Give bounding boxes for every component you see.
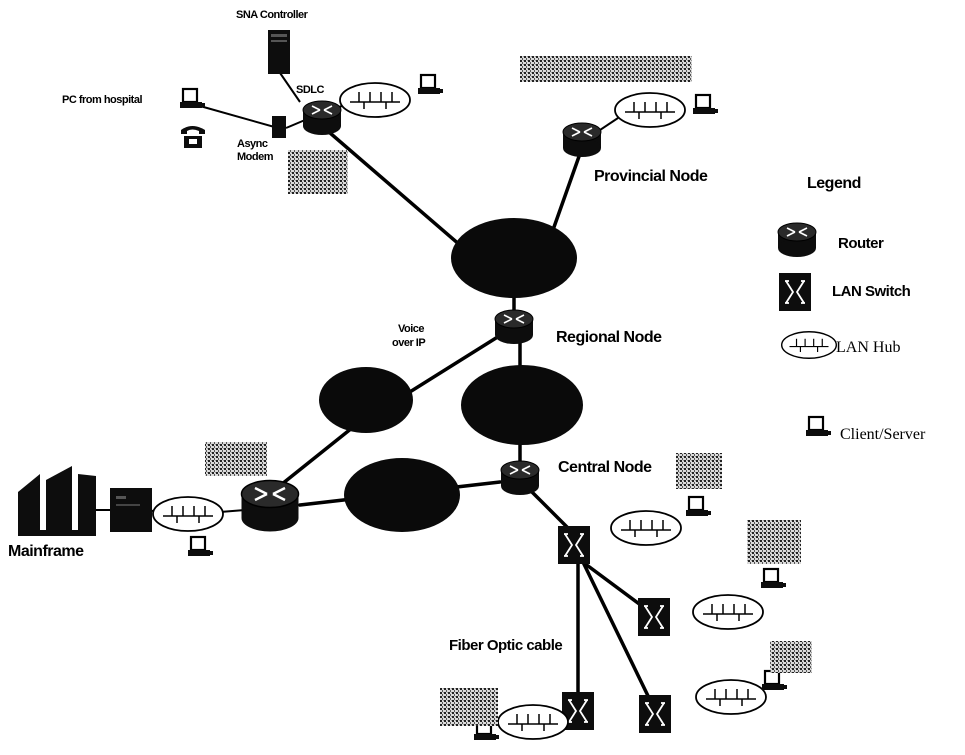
legend: Legend Router LAN Switch LAN Hub Client/… — [777, 175, 926, 443]
legend-router-icon — [777, 222, 817, 258]
pc-from-hospital-icon — [178, 87, 207, 110]
wan-cloud-bottom — [344, 458, 460, 532]
legend-router-label: Router — [838, 235, 884, 252]
link-hub-edge-router — [219, 509, 246, 513]
label-async-modem-line1: Async — [237, 138, 268, 150]
lan-hub-icon-bottom-right — [695, 679, 767, 715]
lan-hub-icon-mainframe — [152, 496, 224, 532]
wan-cloud-regional-central — [461, 365, 583, 445]
label-voice-over-ip-line2: over IP — [392, 337, 425, 349]
illegible-label-edge-router — [205, 442, 267, 476]
provincial-router-icon — [562, 122, 602, 158]
lan-hub-icon-bottom-left — [497, 704, 569, 740]
illegible-label-middle-pc — [747, 520, 801, 564]
link-sdlc-to-controller — [277, 69, 301, 103]
lan-hub-icon-sdlc — [339, 82, 411, 118]
client-pc-icon-provincial — [691, 93, 720, 116]
fiber-link-2 — [580, 558, 652, 702]
telephone-icon — [181, 126, 205, 148]
illegible-label-central-pc — [676, 453, 722, 489]
illegible-label-blobs — [205, 56, 812, 726]
link-provincial-hub — [599, 117, 619, 131]
wan-cloud-voip — [319, 367, 413, 433]
label-fiber-optic-cable: Fiber Optic cable — [449, 637, 562, 654]
illegible-label-modem — [288, 150, 348, 194]
label-async-modem-line2: Modem — [237, 151, 274, 163]
client-pc-icon-central — [684, 495, 713, 518]
lan-switch-icon-central — [557, 525, 591, 565]
sna-controller-icon — [268, 30, 290, 74]
legend-client-server-label: Client/Server — [840, 426, 926, 443]
illegible-label-provincial — [520, 56, 692, 82]
legend-lan-hub-icon — [780, 331, 838, 359]
label-voice-over-ip-line1: Voice — [398, 323, 424, 335]
edge-router-icon — [240, 479, 300, 533]
link-voip-cloud-to-edge-router — [270, 418, 364, 494]
link-central-to-switch-1 — [528, 488, 570, 530]
legend-client-server-icon — [804, 415, 833, 438]
link-regional-to-voip-cloud — [403, 336, 498, 397]
label-mainframe: Mainframe — [8, 543, 84, 560]
mainframe-icon — [18, 466, 96, 536]
lan-hub-icon-provincial — [614, 92, 686, 128]
wan-cloud-top — [451, 218, 577, 298]
legend-lan-switch-icon — [778, 272, 812, 312]
label-sna-controller: SNA Controller — [236, 9, 309, 21]
legend-title: Legend — [807, 175, 861, 192]
client-pc-icon-middle — [759, 567, 788, 590]
illegible-label-bottom-left-pc — [440, 688, 498, 726]
regional-router-icon — [494, 309, 534, 345]
mainframe-control-unit-icon — [110, 488, 152, 532]
link-sdlc-to-wan — [320, 124, 477, 260]
link-modem-to-sdlc — [285, 119, 306, 129]
lan-hub-icon-central — [610, 510, 682, 546]
legend-lan-hub-label: LAN Hub — [836, 339, 900, 356]
sdlc-router-icon — [302, 100, 342, 136]
wan-clouds — [319, 218, 583, 532]
illegible-label-bottom-right-pc — [770, 641, 812, 673]
lan-switch-icon-bottom-right — [638, 694, 672, 734]
label-central-node: Central Node — [558, 459, 652, 476]
central-router-icon — [500, 460, 540, 496]
label-pc-from-hospital: PC from hospital — [62, 94, 142, 106]
async-modem-icon — [272, 116, 286, 138]
label-provincial-node: Provincial Node — [594, 168, 708, 185]
lan-hub-icon-middle — [692, 594, 764, 630]
client-pc-icon-sdlc — [416, 73, 445, 96]
client-pc-icon-mainframe — [186, 535, 215, 558]
link-pc-hospital-to-modem — [199, 105, 279, 129]
label-sdlc: SDLC — [296, 84, 325, 96]
legend-lan-switch-label: LAN Switch — [832, 283, 911, 300]
label-regional-node: Regional Node — [556, 329, 662, 346]
client-pc-icon-bottom-right — [760, 669, 789, 692]
lan-switch-icon-middle — [637, 597, 671, 637]
